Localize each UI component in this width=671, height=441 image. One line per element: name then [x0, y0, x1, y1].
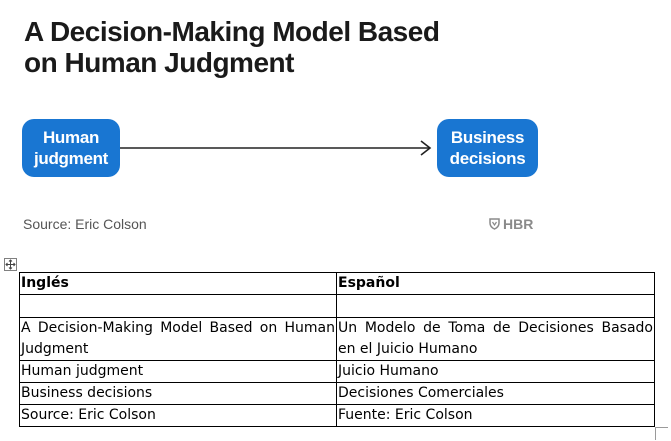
table-row: Business decisions Decisiones Comerciale…: [19, 382, 655, 405]
arrow-connector: [120, 140, 432, 156]
table-cell[interactable]: [336, 294, 655, 318]
table-header-row: Inglés Español: [19, 272, 655, 295]
figure-title: A Decision-Making Model Based on Human J…: [24, 16, 440, 78]
header-english[interactable]: Inglés: [19, 272, 337, 295]
table-cell[interactable]: [19, 294, 337, 318]
table-cell[interactable]: A Decision-Making Model Based on Human J…: [19, 317, 337, 361]
table-move-handle[interactable]: [4, 258, 17, 271]
table-row: Source: Eric Colson Fuente: Eric Colson: [19, 404, 655, 427]
table-cell[interactable]: Business decisions: [19, 382, 337, 405]
figure-image: A Decision-Making Model Based on Human J…: [22, 16, 538, 232]
table-cell[interactable]: Source: Eric Colson: [19, 404, 337, 427]
table-cell[interactable]: Human judgment: [19, 360, 337, 383]
hbr-logo-text: HBR: [503, 216, 534, 232]
figure-source: Source: Eric Colson: [23, 216, 147, 232]
table-row: Human judgment Juicio Humano: [19, 360, 655, 383]
table-cell[interactable]: Decisiones Comerciales: [336, 382, 655, 405]
translation-table: Inglés Español A Decision-Making Model B…: [19, 272, 655, 427]
hbr-shield-icon: [489, 218, 500, 230]
table-row: A Decision-Making Model Based on Human J…: [19, 317, 655, 361]
table-cell[interactable]: Juicio Humano: [336, 360, 655, 383]
move-icon: [5, 259, 16, 270]
table-cell[interactable]: Un Modelo de Toma de Decisiones Basado e…: [336, 317, 655, 361]
header-spanish[interactable]: Español: [336, 272, 655, 295]
table-cell[interactable]: Fuente: Eric Colson: [336, 404, 655, 427]
table-row: [19, 294, 655, 318]
hbr-logo: HBR: [489, 216, 533, 232]
page-corner-marker: [655, 427, 668, 440]
